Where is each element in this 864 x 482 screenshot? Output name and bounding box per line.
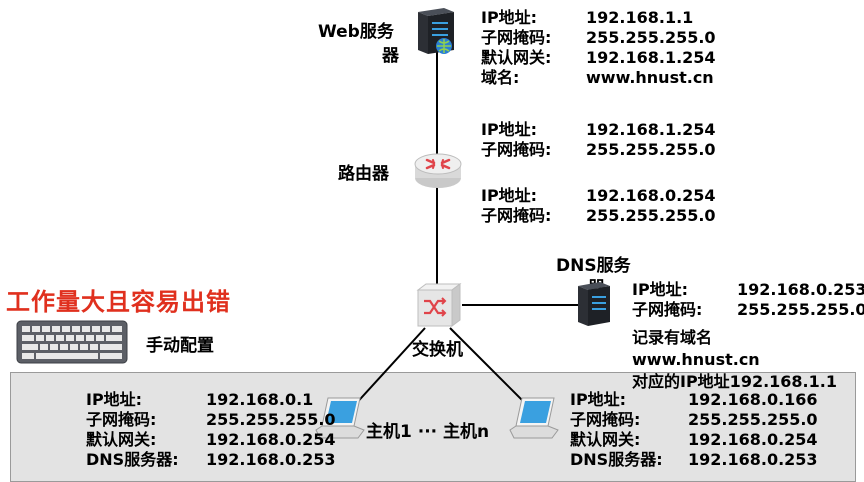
hosts-label: 主机1 ··· 主机n bbox=[366, 422, 490, 442]
dns-server-info: IP地址: 192.168.0.253 子网掩码: 255.255.255.0 bbox=[632, 280, 864, 320]
router-upper-info: IP地址: 192.168.1.254 子网掩码: 255.255.255.0 bbox=[481, 120, 716, 160]
switch-hostn-link bbox=[449, 327, 531, 409]
info-value: 255.255.255.0 bbox=[586, 28, 716, 47]
info-row: DNS服务器: 192.168.0.253 bbox=[86, 450, 336, 470]
laptop-icon bbox=[315, 397, 365, 439]
info-key: IP地址: bbox=[570, 390, 627, 409]
info-key: 子网掩码: bbox=[481, 206, 552, 225]
info-key: 子网掩码: bbox=[481, 140, 552, 159]
info-value: 255.255.255.0 bbox=[737, 300, 864, 319]
info-row: IP地址: 192.168.0.1 bbox=[86, 390, 336, 410]
info-key: 子网掩码: bbox=[86, 410, 157, 429]
info-row: IP地址: 192.168.0.254 bbox=[481, 186, 716, 206]
info-row: 子网掩码: 255.255.255.0 bbox=[570, 410, 818, 430]
info-row: 子网掩码: 255.255.255.0 bbox=[481, 28, 716, 48]
workload-warning: 工作量大且容易出错 bbox=[6, 288, 231, 316]
web-server-icon bbox=[418, 8, 454, 54]
info-value: www.hnust.cn bbox=[586, 68, 714, 87]
info-key: IP地址: bbox=[481, 186, 538, 205]
info-value: 255.255.255.0 bbox=[206, 410, 336, 429]
info-row: IP地址: 192.168.0.166 bbox=[570, 390, 818, 410]
info-key: 子网掩码: bbox=[481, 28, 552, 47]
info-key: 子网掩码: bbox=[570, 410, 641, 429]
dns-record-line3: 对应的IP地址192.168.1.1 bbox=[632, 372, 837, 391]
info-value: 192.168.1.1 bbox=[586, 8, 694, 27]
switch-label: 交换机 bbox=[412, 340, 463, 360]
info-value: 192.168.0.166 bbox=[688, 390, 818, 409]
info-value: 255.255.255.0 bbox=[586, 140, 716, 159]
info-value: 192.168.0.254 bbox=[586, 186, 716, 205]
web-server-info: IP地址: 192.168.1.1 子网掩码: 255.255.255.0 默认网关… bbox=[481, 8, 716, 88]
info-value: 192.168.1.254 bbox=[586, 120, 716, 139]
info-value: 192.168.1.254 bbox=[586, 48, 716, 67]
info-row: 子网掩码: 255.255.255.0 bbox=[481, 206, 716, 226]
manual-config-label: 手动配置 bbox=[146, 336, 214, 356]
info-key: 默认网关: bbox=[86, 430, 157, 449]
info-row: IP地址: 192.168.1.254 bbox=[481, 120, 716, 140]
info-row: DNS服务器: 192.168.0.253 bbox=[570, 450, 818, 470]
info-value: 255.255.255.0 bbox=[586, 206, 716, 225]
laptop-icon bbox=[509, 397, 559, 439]
dns-record-line2: www.hnust.cn bbox=[632, 350, 760, 369]
info-key: IP地址: bbox=[632, 280, 689, 299]
info-row: 默认网关: 192.168.0.254 bbox=[86, 430, 336, 450]
keyboard-icon bbox=[16, 320, 128, 364]
info-key: IP地址: bbox=[481, 120, 538, 139]
web-server-label-line1: Web服务 bbox=[318, 22, 394, 42]
info-value: 192.168.0.1 bbox=[206, 390, 314, 409]
host1-info: IP地址: 192.168.0.1 子网掩码: 255.255.255.0 默认网关… bbox=[86, 390, 336, 470]
dns-record-line1: 记录有域名 bbox=[632, 328, 713, 347]
router-label: 路由器 bbox=[338, 164, 389, 184]
info-row: 子网掩码: 255.255.255.0 bbox=[86, 410, 336, 430]
info-row: 子网掩码: 255.255.255.0 bbox=[632, 300, 864, 320]
info-value: 192.168.0.254 bbox=[206, 430, 336, 449]
info-row: 默认网关: 192.168.0.254 bbox=[570, 430, 818, 450]
info-key: 默认网关: bbox=[570, 430, 641, 449]
info-row: 子网掩码: 255.255.255.0 bbox=[481, 140, 716, 160]
info-key: IP地址: bbox=[86, 390, 143, 409]
info-key: DNS服务器: bbox=[570, 450, 663, 469]
hostn-info: IP地址: 192.168.0.166 子网掩码: 255.255.255.0 默认… bbox=[570, 390, 818, 470]
info-value: 255.255.255.0 bbox=[688, 410, 818, 429]
switch-icon bbox=[416, 283, 462, 327]
switch-host1-link bbox=[351, 327, 426, 409]
info-key: DNS服务器: bbox=[86, 450, 179, 469]
info-row: IP地址: 192.168.1.1 bbox=[481, 8, 716, 28]
dns-server-icon bbox=[578, 282, 610, 326]
info-row: 默认网关: 192.168.1.254 bbox=[481, 48, 716, 68]
info-value: 192.168.0.254 bbox=[688, 430, 818, 449]
info-value: 192.168.0.253 bbox=[688, 450, 818, 469]
router-icon bbox=[414, 153, 462, 188]
dns-server-label-line1: DNS服务 bbox=[556, 256, 631, 276]
info-row: IP地址: 192.168.0.253 bbox=[632, 280, 864, 300]
hosts-panel bbox=[10, 372, 856, 482]
router-lower-info: IP地址: 192.168.0.254 子网掩码: 255.255.255.0 bbox=[481, 186, 716, 226]
info-key: IP地址: bbox=[481, 8, 538, 27]
info-row: 域名: www.hnust.cn bbox=[481, 68, 716, 88]
web-server-label-line2: 器 bbox=[382, 46, 399, 66]
info-key: 域名: bbox=[481, 68, 520, 87]
info-value: 192.168.0.253 bbox=[206, 450, 336, 469]
info-value: 192.168.0.253 bbox=[737, 280, 864, 299]
info-key: 子网掩码: bbox=[632, 300, 703, 319]
info-key: 默认网关: bbox=[481, 48, 552, 67]
